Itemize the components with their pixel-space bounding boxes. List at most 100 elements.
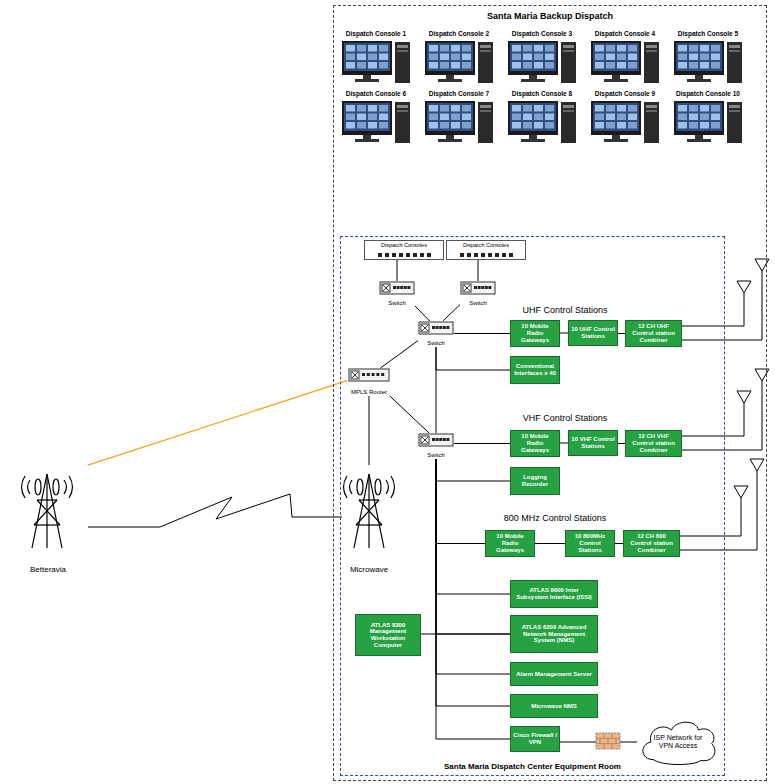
equipment-box: ATLAS 6200 Advanced Network Management S… <box>510 615 598 653</box>
mpls-router: MPLS Router <box>347 368 391 396</box>
connector-line <box>88 381 347 465</box>
connector-line <box>454 443 510 444</box>
equipment-box: 12 CH 800 Control station Combiner <box>623 530 680 557</box>
connector-line <box>535 543 565 544</box>
radio-tower: Microwave <box>342 465 396 575</box>
node-label: 12 CH UHF Control station Combiner <box>628 323 679 343</box>
node-label: ATLAS 8300 Management Workstation Comput… <box>358 622 418 649</box>
node-label: Dispatch Console 9 <box>595 90 655 97</box>
equipment-box: Cisco Firewall / VPN <box>510 726 560 752</box>
node-label: Switch <box>469 300 487 307</box>
equipment-box: 10 UHF Control Stations <box>568 320 618 346</box>
switch-icon <box>379 281 415 296</box>
console-computer-icon <box>504 40 580 84</box>
node-label: MPLS Router <box>351 389 387 396</box>
node-label: Dispatch Console 4 <box>595 30 655 37</box>
connector-line <box>369 396 370 465</box>
dispatch-console: Dispatch Console 1 <box>338 30 414 85</box>
node-label: 12 CH VHF Control station Combiner <box>628 433 679 453</box>
port-row-icon <box>374 252 434 258</box>
console-computer-icon <box>670 40 746 84</box>
equipment-box: 10 800MHz Control Stations <box>565 530 615 557</box>
node-label: Switch <box>427 452 445 459</box>
section-heading-text: 800 MHz Control Stations <box>475 513 635 523</box>
switch-icon <box>460 281 496 296</box>
port-row-icon <box>456 252 516 258</box>
connector-line <box>436 459 510 481</box>
equipment-box: ATLAS 8600 Inter Subsystem Interface (IS… <box>510 580 598 608</box>
dispatch-console: Dispatch Console 3 <box>504 30 580 85</box>
node-label: Dispatch Console 10 <box>676 90 740 97</box>
node-label: Switch <box>388 300 406 307</box>
console-computer-icon <box>504 100 580 144</box>
console-computer-icon <box>587 40 663 84</box>
equipment-box: 10 Mobile Radio Gateways <box>510 320 560 347</box>
connector-line <box>560 333 568 334</box>
node-label: Dispatch Consoles <box>381 242 427 248</box>
console-computer-icon <box>338 40 414 84</box>
dispatch-console: Dispatch Console 8 <box>504 90 580 145</box>
node-label: Conventional Interfaces x 40 <box>513 363 557 376</box>
network-switch: Switch <box>418 321 454 347</box>
node-label: 10 Mobile Radio Gateways <box>513 433 557 453</box>
dispatch-console: Dispatch Console 7 <box>421 90 497 145</box>
router-icon <box>348 368 390 383</box>
node-label: 10 UHF Control Stations <box>571 326 615 339</box>
node-label: 12 CH 800 Control station Combiner <box>626 533 677 553</box>
equipment-box: 12 CH VHF Control station Combiner <box>625 430 682 457</box>
connector-line <box>436 459 510 674</box>
network-switch: Switch <box>418 433 454 459</box>
dispatch-console: Dispatch Console 6 <box>338 90 414 145</box>
node-label: ATLAS 8600 Inter Subsystem Interface (IS… <box>513 587 595 600</box>
connector-line <box>381 341 418 368</box>
microwave-tower <box>344 474 395 548</box>
network-switch: Switch <box>460 281 496 307</box>
console-computer-icon <box>421 40 497 84</box>
equipment-box: Microwave NMS <box>510 694 598 718</box>
connector-line <box>615 543 623 544</box>
connector-line <box>618 443 625 444</box>
node-label: Dispatch Console 2 <box>429 30 489 37</box>
node-label: Dispatch Console 6 <box>346 90 406 97</box>
dispatch-console: Dispatch Console 10 <box>670 90 746 145</box>
dispatch-console: Dispatch Console 4 <box>587 30 663 85</box>
node-label: Cisco Firewall / VPN <box>513 732 557 745</box>
connector-line <box>436 459 510 739</box>
section-heading: UHF Control Stations <box>485 305 645 315</box>
radio-tower: Betteravia <box>8 465 88 575</box>
console-port-group: Dispatch Consoles <box>364 240 444 260</box>
node-label: Alarm Management Server <box>516 671 592 678</box>
connector-line <box>397 260 398 281</box>
console-computer-icon <box>421 100 497 144</box>
connector-line <box>390 396 429 433</box>
equipment-box: 10 VHF Control Stations <box>568 430 618 456</box>
connector-line <box>443 305 460 321</box>
console-computer-icon <box>670 100 746 144</box>
node-label: 10 800MHz Control Stations <box>568 533 612 553</box>
connector-line <box>478 260 479 281</box>
node-label: 10 Mobile Radio Gateways <box>513 323 557 343</box>
section-heading: VHF Control Stations <box>485 413 645 423</box>
console-computer-icon <box>338 100 414 144</box>
equipment-box: 10 Mobile Radio Gateways <box>510 430 560 457</box>
section-heading: 800 MHz Control Stations <box>475 513 635 523</box>
connector-line <box>436 459 510 594</box>
betteravia-tower <box>22 474 73 548</box>
backup-dispatch-area: Santa Maria Backup DispatchDispatch Cons… <box>333 5 767 781</box>
console-computer-icon <box>587 100 663 144</box>
node-label: ISP Network for VPN Access <box>651 734 705 750</box>
connector-line <box>454 333 510 334</box>
switch-icon <box>418 321 454 336</box>
node-label: Microwave NMS <box>531 703 577 710</box>
equipment-box: 10 Mobile Radio Gateways <box>485 530 535 557</box>
dispatch-console: Dispatch Console 5 <box>670 30 746 85</box>
node-label: Dispatch Console 3 <box>512 30 572 37</box>
node-label: 10 Mobile Radio Gateways <box>488 533 532 553</box>
dispatch-console: Dispatch Console 2 <box>421 30 497 85</box>
network-switch: Switch <box>379 281 415 307</box>
equipment-box: Alarm Management Server <box>510 662 598 686</box>
node-label: Santa Maria Dispatch Center Equipment Ro… <box>444 763 621 772</box>
